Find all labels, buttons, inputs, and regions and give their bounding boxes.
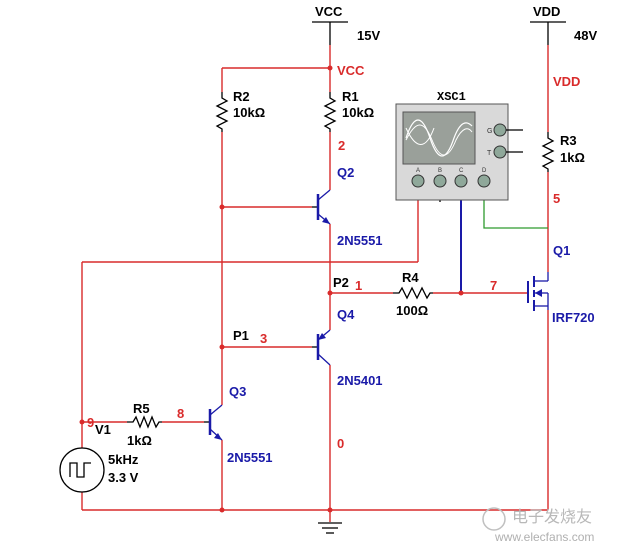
ground-symbol[interactable]	[318, 522, 342, 534]
v1-ref: V1	[95, 422, 111, 437]
net-2: 2	[338, 138, 345, 153]
r3-value: 1kΩ	[560, 150, 585, 165]
junctions	[79, 65, 464, 513]
probe-p2[interactable]: P2	[333, 275, 349, 290]
q2-ref: Q2	[337, 165, 354, 180]
r1-ref: R1	[342, 89, 359, 104]
resistor-r3[interactable]: R3 1kΩ	[541, 132, 585, 172]
transistor-q2[interactable]: Q2 2N5551	[312, 165, 383, 248]
watermark-logo-icon	[482, 507, 506, 531]
v1-amplitude: 3.3 V	[108, 470, 139, 485]
voltage-source-v1[interactable]: V1 5kHz 3.3 V	[59, 422, 139, 493]
r4-value: 100Ω	[396, 303, 428, 318]
v1-freq: 5kHz	[108, 452, 139, 467]
net-7: 7	[490, 278, 497, 293]
scope-channel-b-label: B	[438, 168, 442, 174]
mosfet-q1[interactable]: Q1 IRF720	[527, 243, 595, 325]
watermark-url: www.elecfans.com	[494, 530, 594, 544]
vcc-value: 15V	[357, 28, 380, 43]
r3-ref: R3	[560, 133, 577, 148]
scope-trigger-label: T	[487, 150, 492, 157]
scope-trigger-terminal[interactable]	[493, 145, 507, 159]
r2-ref: R2	[233, 89, 250, 104]
vdd-label: VDD	[533, 4, 560, 19]
r4-ref: R4	[402, 270, 419, 285]
q1-ref: Q1	[553, 243, 570, 258]
wires	[81, 45, 549, 522]
watermark-cn: 电子发烧友	[512, 508, 592, 526]
q4-ref: Q4	[337, 307, 355, 322]
scope-ground-terminal[interactable]	[493, 123, 507, 137]
net-8: 8	[177, 406, 184, 421]
vcc-net-label: VCC	[337, 63, 365, 78]
scope-channel-d-terminal[interactable]	[477, 174, 491, 188]
q3-part: 2N5551	[227, 450, 273, 465]
scope-ground-label: G	[487, 128, 492, 135]
r2-value: 10kΩ	[233, 105, 265, 120]
q1-part: IRF720	[552, 310, 595, 325]
scope-channel-d-label: D	[482, 168, 487, 174]
resistor-r4[interactable]: R4 100Ω	[393, 270, 433, 318]
transistor-q3[interactable]: Q3 2N5551	[204, 384, 273, 465]
net-0: 0	[337, 436, 344, 451]
net-5: 5	[553, 191, 560, 206]
probe-p1[interactable]: P1	[233, 328, 249, 343]
scope-screen	[402, 111, 476, 165]
scope-channel-c-terminal[interactable]	[454, 174, 468, 188]
scope-channel-a-terminal[interactable]	[411, 174, 425, 188]
transistor-q4[interactable]: Q4 2N5401	[312, 307, 383, 388]
oscilloscope-xsc1[interactable]: XSC1 A B C D G T	[395, 90, 523, 201]
resistor-r1[interactable]: R1 10kΩ	[323, 89, 374, 132]
net-9: 9	[87, 415, 94, 430]
net-1: 1	[355, 278, 362, 293]
vdd-value: 48V	[574, 28, 597, 43]
vcc-label: VCC	[315, 4, 343, 19]
scope-channel-a-label: A	[416, 168, 420, 174]
scope-title: XSC1	[437, 90, 466, 104]
vdd-power-symbol[interactable]: VDD 48V VDD	[530, 4, 597, 89]
r1-value: 10kΩ	[342, 105, 374, 120]
net-3: 3	[260, 331, 267, 346]
q3-ref: Q3	[229, 384, 246, 399]
q4-part: 2N5401	[337, 373, 383, 388]
r5-ref: R5	[133, 401, 150, 416]
vdd-net-label: VDD	[553, 74, 580, 89]
r5-value: 1kΩ	[127, 433, 152, 448]
scope-channel-c-label: C	[459, 168, 464, 174]
resistor-r2[interactable]: R2 10kΩ	[215, 89, 265, 132]
q2-part: 2N5551	[337, 233, 383, 248]
resistor-r5[interactable]: R5 1kΩ	[127, 401, 162, 448]
net-labels: 2 1 7 5 3 8 9 0	[87, 138, 560, 451]
scope-channel-b-terminal[interactable]	[433, 174, 447, 188]
vcc-power-symbol[interactable]: VCC 15V VCC	[312, 4, 380, 78]
watermark: 电子发烧友 www.elecfans.com	[482, 507, 594, 544]
